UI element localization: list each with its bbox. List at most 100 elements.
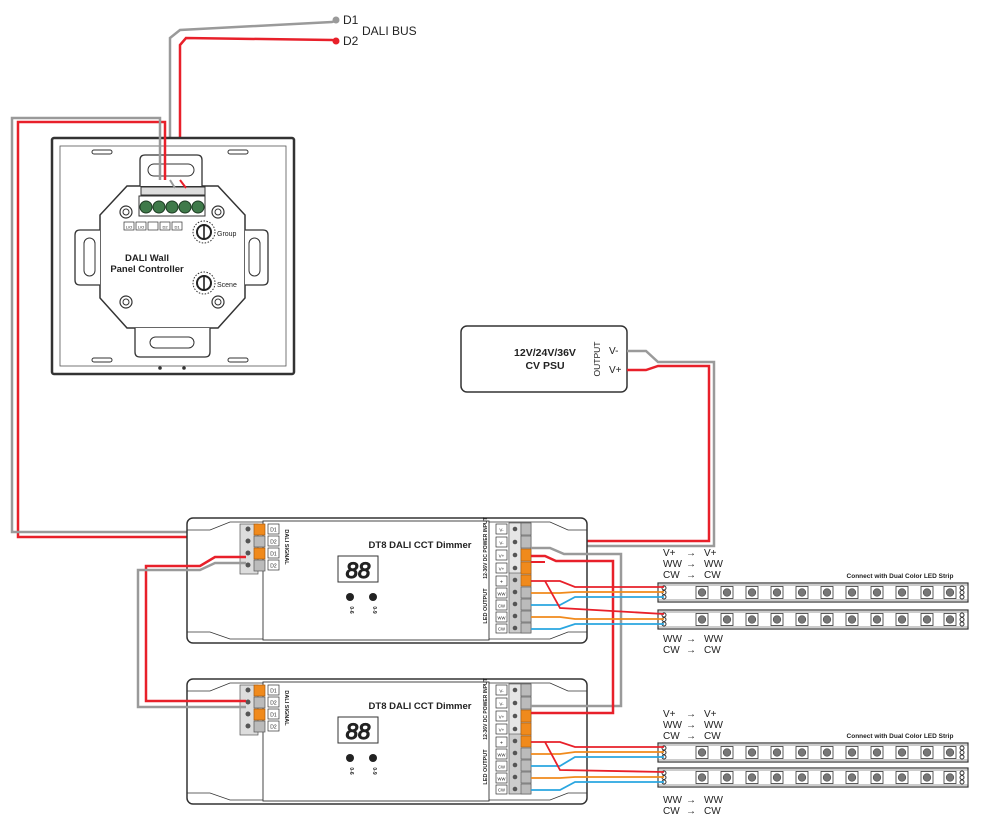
dali-link-gray-wire: [136, 561, 246, 709]
dimmer-1-button-right-label: 0-9: [371, 606, 377, 613]
dimmer-2-pin-d2b: D2: [270, 725, 277, 731]
dimmer-2-pin-ww2: WW: [498, 777, 506, 782]
map2-bot-r2: CW: [704, 806, 721, 817]
dimmer-2-button-left-label: 0-6: [348, 767, 354, 774]
dimmer-2-power-label: 12-36V DC POWER INPUT: [483, 678, 489, 739]
dimmer-1-pin-vp2: V+: [499, 567, 505, 572]
psu-vminus-label: V-: [609, 346, 618, 357]
map2-top-r1: V+: [704, 709, 717, 720]
dimmer-1-pin-d1a: D1: [270, 528, 277, 534]
map1-top-r1: V+: [704, 548, 717, 559]
psu-line1: 12V/24V/36V: [514, 347, 576, 359]
panel-terminal-block: [138, 195, 206, 217]
dimmer-1-pin-ww2: WW: [498, 616, 506, 621]
map1-bot-r1: WW: [704, 634, 723, 645]
dimmer-2-pin-cw1: CW: [498, 765, 505, 770]
dimmer-1-pin-d1b: D1: [270, 552, 277, 558]
dimmer-1-pin-plus: +: [500, 580, 503, 586]
dimmer-1-button-left[interactable]: [345, 593, 355, 601]
map1-top-a3: →: [686, 570, 696, 581]
map2-top-r3: CW: [704, 731, 721, 742]
map2-top-a3: →: [686, 731, 696, 742]
psu-vplus-wire: [525, 364, 711, 543]
dimmer-1-pin-cw1: CW: [498, 604, 505, 609]
map2-top-l2: WW: [663, 720, 682, 731]
dimmer-2-led-label: LED OUTPUT: [483, 749, 489, 785]
psu-vplus-label: V+: [609, 365, 622, 376]
dimmer-2-title: DT8 DALI CCT Dimmer: [369, 701, 472, 712]
dimmer-1-pin-d2b: D2: [270, 564, 277, 570]
map1-top-a1: →: [686, 548, 696, 559]
map1-bot-l2: CW: [663, 645, 680, 656]
led-strip-2a: [657, 742, 969, 763]
strip-1-label: Connect with Dual Color LED Strip: [847, 573, 954, 580]
bus-label: DALI BUS: [362, 24, 417, 38]
group-dial[interactable]: [192, 220, 216, 244]
scene-dial[interactable]: [192, 271, 216, 295]
psu-vminus-wire: [525, 349, 716, 548]
dimmer-1-button-right[interactable]: [368, 593, 378, 601]
dimmer-1-led-label: LED OUTPUT: [483, 588, 489, 624]
dimmer-2-pin-plus: +: [500, 741, 503, 747]
map1-bot-a2: →: [686, 645, 696, 656]
map1-top-l2: WW: [663, 559, 682, 570]
dimmer-1-pin-vp1: V+: [499, 554, 505, 559]
bus-d1-label: D1: [343, 13, 359, 27]
dimmer-1-title: DT8 DALI CCT Dimmer: [369, 540, 472, 551]
dali-bus: D1 D2 DALI BUS: [168, 13, 417, 180]
map2-top-a2: →: [686, 720, 696, 731]
panel-terminal-labels: L/O L/O D2 D1: [123, 221, 183, 231]
dimmer-2-pin-vm2: V-: [499, 702, 504, 707]
wall-panel: L/O L/O D2 D1 Group Scene DALI Wall Pane…: [50, 136, 296, 376]
led-strip-2b: [657, 767, 969, 788]
panel-title-line2: Panel Controller: [110, 264, 184, 275]
map1-top-l3: CW: [663, 570, 680, 581]
panel-terminal-label-1: L/O: [126, 225, 132, 230]
dimmer-2-pin-cw2: CW: [498, 788, 505, 793]
dimmer-1-display: 88: [346, 558, 371, 583]
map1-bot-r2: CW: [704, 645, 721, 656]
map2-bot-l1: WW: [663, 795, 682, 806]
dimmer-2-button-right-label: 0-9: [371, 767, 377, 774]
dimmer-1-dali-label: DALI SIGNAL: [283, 529, 289, 565]
power-link-gray-wire: [531, 546, 623, 708]
dimmer-1-pin-ww1: WW: [498, 592, 506, 597]
power-supply: 12V/24V/36V CV PSU OUTPUT V- V+: [460, 325, 628, 393]
dimmer-2-dali-label: DALI SIGNAL: [283, 690, 289, 726]
mapping-1-bottom: WW → WW CW → CW: [663, 634, 723, 656]
map2-bot-a2: →: [686, 806, 696, 817]
dimmer-2-pin-d2a: D2: [270, 701, 277, 707]
group-label: Group: [217, 231, 237, 238]
dimmer-2-pin-vp2: V+: [499, 728, 505, 733]
dimmer-1-pin-cw2: CW: [498, 627, 505, 632]
dimmer-1: DT8 DALI CCT Dimmer DALI SIGNAL 12-36V D…: [186, 517, 588, 644]
dimmer-1-button-left-label: 0-6: [348, 606, 354, 613]
scene-label: Scene: [217, 282, 237, 289]
led-strip-1a: [657, 582, 969, 603]
map1-bot-a1: →: [686, 634, 696, 645]
panel-terminal-label-2: L/O: [138, 225, 144, 230]
d2-terminal-dot: [332, 37, 340, 45]
map2-top-r2: WW: [704, 720, 723, 731]
dimmer-2-button-left[interactable]: [345, 754, 355, 762]
psu-output-label: OUTPUT: [592, 342, 602, 377]
dimmer-2-pin-d1a: D1: [270, 689, 277, 695]
dimmer-1-pin-vm1: V-: [499, 528, 504, 533]
mapping-1-top: V+ → V+ WW → WW CW → CW: [663, 548, 723, 581]
panel-terminal-label-4: D2: [162, 225, 168, 230]
dimmer-2-button-right[interactable]: [368, 754, 378, 762]
dimmer-1-pin-d2a: D2: [270, 540, 277, 546]
map2-bot-r1: WW: [704, 795, 723, 806]
bus-d2-label: D2: [343, 34, 359, 48]
panel-title-line1: DALI Wall: [125, 253, 169, 264]
dimmer-2: DT8 DALI CCT Dimmer DALI SIGNAL 12-36V D…: [186, 678, 588, 805]
power-link-red-wire: [531, 554, 615, 715]
map1-top-l1: V+: [663, 548, 676, 559]
dimmer-2-pin-d1b: D1: [270, 713, 277, 719]
map1-bot-l1: WW: [663, 634, 682, 645]
panel-terminal-label-5: D1: [174, 225, 180, 230]
dali-link-red-wire: [144, 555, 246, 703]
map1-top-r3: CW: [704, 570, 721, 581]
dimmer-1-power-label: 12-36V DC POWER INPUT: [483, 517, 489, 578]
